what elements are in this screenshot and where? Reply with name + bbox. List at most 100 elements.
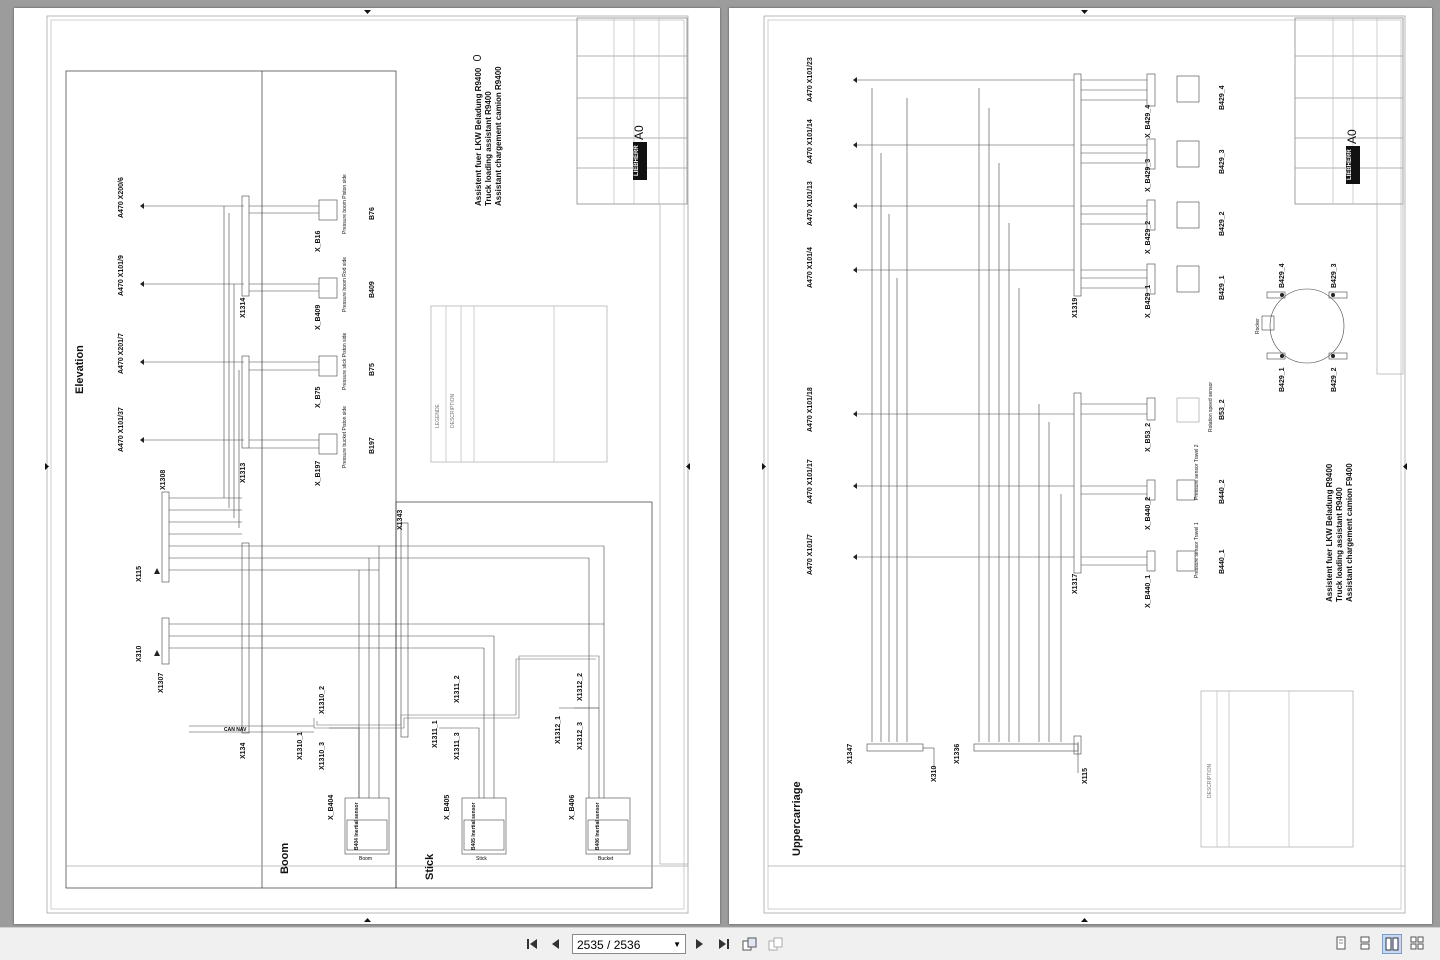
r-connector-x101-18: A470 X101/18 (807, 387, 814, 432)
inertial-b404: B404 Inertial sensor (354, 802, 360, 850)
r-title-line-2: Truck loading assistant R9400 (1335, 487, 1344, 602)
title-line-1: Assistent fuer LKW Beladung R9400 (474, 67, 483, 206)
chevron-down-icon: ▼ (673, 940, 681, 949)
strip-x1343: X1343 (397, 509, 404, 530)
rocker-caption: Rocker (1255, 318, 1261, 334)
prev-page-icon[interactable] (546, 934, 566, 954)
fit-page-icon[interactable] (766, 934, 786, 954)
two-page-icon[interactable] (1382, 934, 1402, 954)
legend-subtitle: DESCRIPTION (450, 393, 456, 428)
right-schematic-drawing (762, 10, 1407, 922)
sensor-b75-desc: Pressure stick Piston side (342, 332, 348, 390)
sensor-b429-1: B429_1 (1219, 275, 1226, 300)
section-elevation: Elevation (74, 345, 86, 394)
sensor-b440-2-desc: Pressure sensor Travel 2 (1194, 444, 1200, 500)
rotate-view-icon[interactable] (740, 934, 760, 954)
rocker-b429-4: B429_4 (1279, 263, 1286, 288)
strip-x1319: X1319 (1072, 297, 1079, 318)
r-connector-x101-13: A470 X101/13 (807, 181, 814, 226)
splice-x1312-3: X1312_3 (577, 721, 584, 750)
strip-x1313: X1313 (240, 462, 247, 483)
first-page-icon[interactable] (522, 934, 542, 954)
left-schematic-drawing (45, 10, 690, 922)
splice-x1310-1: X1310_1 (297, 731, 304, 760)
section-stick: Stick (424, 853, 436, 880)
plug-x-b429-4: X_B429_4 (1145, 104, 1152, 138)
r-connector-x101-7: A470 X101/7 (807, 534, 814, 575)
plug-x-b75: X_B75 (315, 386, 322, 408)
plug-x-b404: X_B404 (328, 794, 335, 820)
title-line-3: Assistant chargement camion R9400 (494, 66, 503, 206)
sensor-b440-1: B440_1 (1219, 549, 1226, 574)
viewer-toolbar: 2535 / 2536 ▼ (0, 927, 1440, 960)
strip-x1314: X1314 (240, 297, 247, 318)
rocker-b429-3: B429_3 (1331, 263, 1338, 288)
title-line-2: Truck loading assistant R9400 (484, 91, 493, 206)
splice-x1311-1: X1311_1 (432, 720, 439, 748)
r-connector-x101-17: A470 X101/17 (807, 459, 814, 504)
sensor-b409: B409 (369, 281, 376, 298)
sensor-b75: B75 (369, 363, 376, 376)
plug-x-b405: X_B405 (444, 794, 451, 820)
sensor-b53-2-desc: Rotation speed sensor (1208, 381, 1214, 432)
strip-x310-r: X310 (931, 765, 938, 782)
sensor-b197: B197 (369, 437, 376, 454)
sensor-b440-2: B440_2 (1219, 479, 1226, 504)
splice-x1312-2: X1312_2 (577, 672, 584, 701)
r-connector-x101-23: A470 X101/23 (807, 57, 814, 102)
single-page-icon[interactable] (1332, 934, 1350, 952)
strip-x1336: X1336 (954, 743, 961, 764)
connector-a470-x101-9: A470 X101/9 (118, 255, 125, 296)
strip-x115: X115 (136, 566, 143, 582)
right-page: Assistent fuer LKW Beladung R9400 Truck … (729, 8, 1432, 924)
r-connector-x101-4: A470 X101/4 (807, 247, 814, 288)
last-page-icon[interactable] (714, 934, 734, 954)
strip-x134: X134 (240, 742, 247, 759)
splice-x1311-3: X1311_3 (454, 732, 461, 760)
left-page: Assistent fuer LKW Beladung R9400 Truck … (14, 8, 720, 924)
connector-a470-x101-37: A470 X101/37 (118, 407, 125, 452)
page-indicator: 2535 / 2536 (577, 938, 641, 952)
connector-a470-x201-7: A470 X201/7 (118, 333, 125, 374)
plug-x-b429-3: X_B429_3 (1145, 158, 1152, 192)
r-brand-logo: LIEBHERR (1347, 149, 1353, 180)
sensor-b76: B76 (369, 207, 376, 220)
sensor-b409-desc: Pressure boom Rod side (342, 256, 348, 312)
sensor-b76-desc: Pressure boom Piston side (342, 174, 348, 234)
section-boom: Boom (279, 842, 291, 874)
plug-x-b440-2: X_B440_2 (1145, 496, 1152, 530)
connector-a470-x200-6: A470 X200/6 (118, 177, 125, 218)
splice-x1311-2: X1311_2 (454, 675, 461, 703)
sensor-b429-3: B429_3 (1219, 149, 1226, 174)
strip-x1347: X1347 (847, 743, 854, 764)
sensor-b197-desc: Pressure bucket Piston side (342, 406, 348, 468)
caption-boom: Boom (359, 856, 373, 862)
section-uppercarriage: Uppercarriage (791, 781, 803, 856)
sensor-b429-4: B429_4 (1219, 85, 1226, 110)
plug-x-b429-2: X_B429_2 (1145, 220, 1152, 254)
next-page-icon[interactable] (689, 934, 709, 954)
brand-logo: LIEBHERR (634, 145, 640, 176)
legend-title: LEGENDE (435, 404, 441, 428)
plug-x-b406: X_B406 (569, 794, 576, 820)
splice-x1310-2: X1310_2 (319, 685, 326, 714)
strip-x115-r: X115 (1082, 768, 1089, 784)
document-viewport[interactable]: Assistent fuer LKW Beladung R9400 Truck … (0, 0, 1440, 927)
r-title-line-3: Assistant chargement camion F9400 (1345, 463, 1354, 602)
r-legend-subtitle: DESCRIPTION (1207, 763, 1213, 798)
plug-x-b440-1: X_B440_1 (1145, 574, 1152, 608)
r-connector-x101-14: A470 X101/14 (807, 119, 814, 164)
splice-x1312-1: X1312_1 (555, 715, 562, 744)
strip-x1308: X1308 (160, 469, 167, 490)
can-label: CAN NAV (224, 727, 247, 733)
r-title-line-1: Assistent fuer LKW Beladung R9400 (1325, 463, 1334, 602)
plug-x-b197: X_B197 (315, 460, 322, 486)
strip-x310: X310 (136, 645, 143, 662)
strip-x1317: X1317 (1072, 573, 1079, 594)
inertial-b405: B405 Inertial sensor (471, 802, 477, 850)
page-number-select[interactable]: 2535 / 2536 ▼ (572, 934, 686, 954)
plug-x-b409: X_B409 (315, 304, 322, 330)
continuous-icon[interactable] (1356, 934, 1374, 952)
two-page-continuous-icon[interactable] (1408, 934, 1426, 952)
sensor-b53-2: B53_2 (1219, 399, 1226, 420)
